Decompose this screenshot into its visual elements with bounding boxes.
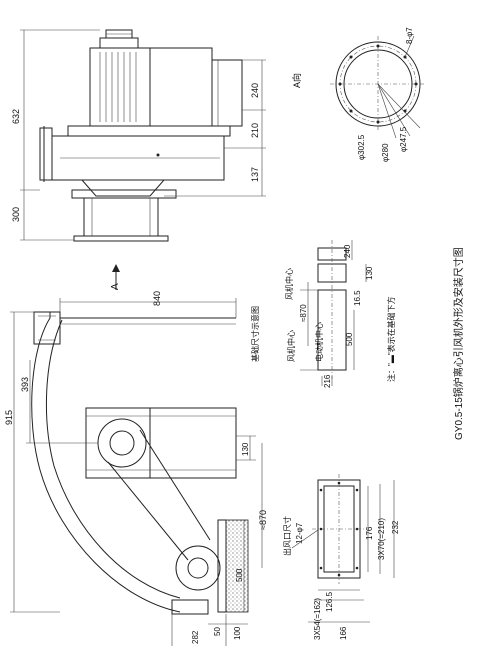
dim-210: 210 [250,123,260,138]
dim-282: 282 [191,630,200,644]
dim-393: 393 [20,377,30,392]
dim-915: 915 [4,410,14,425]
dim-500: 500 [235,568,244,582]
outlet-166: 166 [339,626,348,640]
dim-50: 50 [213,627,222,636]
foundation-block [225,519,249,613]
fd-870: ≈870 [299,304,308,322]
fd-240: 240 [343,244,352,258]
dim-130: 130 [241,442,250,456]
impeller-hub [97,418,147,468]
view-a-title: A向 [291,73,302,88]
motor-pulley [175,545,221,591]
outlet-diagram: 出风口尺寸 12-φ7 176 3X70(=210) 232 126.5 3X5… [282,474,400,640]
flange-d1: φ302.5 [357,134,366,160]
fd-label-motor: 电动机中心 [314,322,324,362]
outlet-176: 176 [365,526,374,540]
motor-cover [149,47,213,127]
dim-870: ≈870 [258,510,268,530]
motor-housing [89,47,151,127]
pedestal [83,197,159,237]
foundation-title: 基础尺寸示意图 [250,306,260,362]
dim-632: 632 [11,109,21,124]
outlet-3x70: 3X70(=210) [377,518,386,560]
flange-d2: φ280 [381,143,390,162]
foundation-diagram: 基础尺寸示意图 240 130 16.5 ≈870 500 216 风机中心 风… [250,240,396,388]
motor-terminal-box [99,37,139,49]
bearing-frame [85,407,237,479]
outlet-3x54: 3X54(=162) [313,598,322,640]
outlet-126-5: 126.5 [325,591,334,612]
view-arrow-icon [112,264,120,272]
drawing-title: GY0.5-15锅炉离心引风机外形及安装尺寸图 [452,247,465,440]
dim-240: 240 [250,83,260,98]
dim-840: 840 [152,291,162,306]
flange-holes: 8-φ7 [405,27,414,44]
outlet-232: 232 [391,520,400,534]
outlet-holes: 12-φ7 [295,522,304,544]
fd-label-fan-center-1: 风机中心 [284,268,294,300]
dim-300: 300 [11,207,21,222]
outlet-title: 出风口尺寸 [282,516,292,556]
dim-100: 100 [233,626,242,640]
fd-500: 500 [345,332,354,346]
fd-label-blower-center: 风机中心 [286,330,296,362]
flange-d3: φ247.5 [399,126,408,152]
foundation-note: 注："▬"表示在基础下方 [386,296,396,382]
flange-view-a: A向 8-φ7 φ302.5 φ280 φ247.5 [291,27,426,162]
front-view: 840 915 393 130 ≈870 500 50 100 282 A [4,264,268,646]
fd-16-5: 16.5 [353,290,362,306]
dim-137: 137 [250,167,260,182]
fd-216: 216 [323,374,332,388]
view-arrow-label: A [110,283,121,290]
fd-130: 130 [365,266,374,280]
side-view: 632 300 240 210 137 [11,29,266,242]
